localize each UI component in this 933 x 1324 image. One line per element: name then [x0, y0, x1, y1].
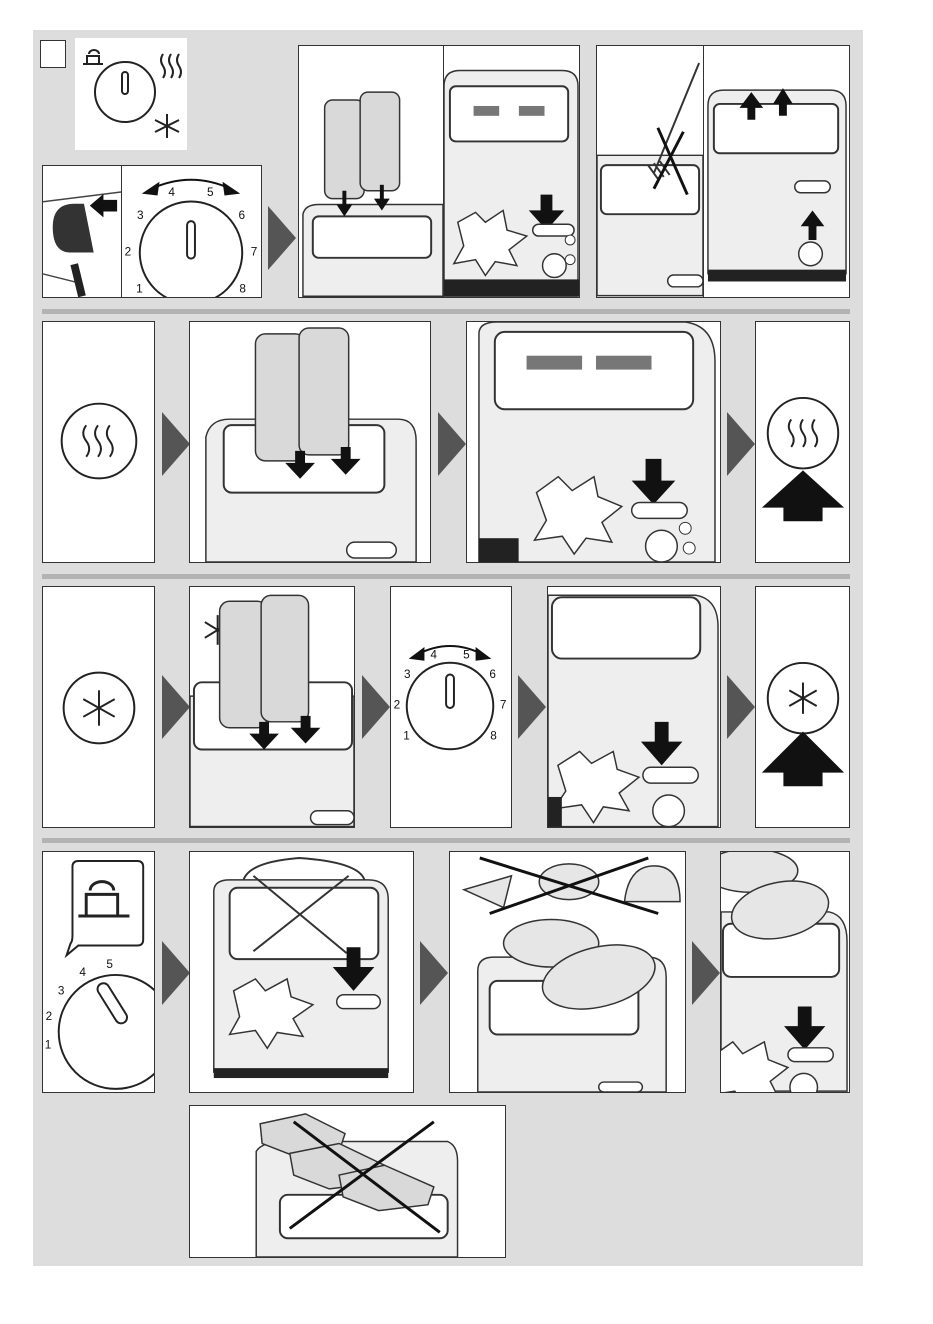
step-arrow: [438, 412, 466, 476]
reheat-insert-panel: [189, 321, 431, 563]
dial-number: 3: [58, 985, 65, 998]
row-separator: [42, 309, 850, 314]
insert-arrow-icon: [90, 194, 117, 217]
reheat-symbol-panel: [42, 321, 155, 563]
step-arrow: [727, 675, 755, 739]
row-separator: [42, 838, 850, 843]
dial-number: 8: [490, 729, 497, 743]
defrost-dial-panel: 1 2 3 4 5 6 7 8: [390, 586, 512, 828]
reheat-press-panel: [466, 321, 721, 563]
dial-number: 4: [430, 648, 437, 662]
no-fork-panel: [596, 45, 704, 298]
plug-panel: [42, 165, 122, 298]
dial-number: 7: [500, 698, 507, 712]
press-up-arrow-icon: [762, 470, 844, 521]
dial-number: 3: [404, 667, 411, 681]
dial-number: 7: [251, 245, 258, 259]
dial-number: 2: [394, 698, 401, 712]
defrost-insert-panel: [189, 586, 355, 828]
lift-panel: [703, 45, 850, 298]
dial-number: 4: [79, 966, 86, 979]
no-oversized-panel: [189, 1105, 506, 1258]
step-arrow: [162, 941, 190, 1005]
defrost-press-panel: [547, 586, 721, 828]
dial-number: 2: [46, 1010, 53, 1023]
no-pastries-panel: [449, 851, 686, 1093]
step-arrow: [162, 675, 190, 739]
row-separator: [42, 574, 850, 579]
press-lever-panel: [443, 45, 580, 298]
dial-number: 3: [137, 208, 144, 222]
insert-bread-panel: [298, 45, 444, 298]
plug-icon: [53, 204, 94, 297]
bagel-icon: [83, 50, 103, 64]
defrost-symbol-panel: [42, 586, 155, 828]
reheat-button-panel: [755, 321, 850, 563]
dial-number: 1: [403, 729, 410, 743]
dial-number: 1: [45, 1038, 52, 1051]
figure-label-box: [40, 40, 66, 68]
dial-number: 1: [136, 281, 143, 295]
step-arrow: [727, 412, 755, 476]
bread-slice-icon: [255, 328, 348, 461]
step-arrow: [692, 941, 720, 1005]
dial-panel: 1 2 3 4 5 6 7 8: [121, 165, 262, 298]
dial-number: 5: [463, 648, 470, 662]
rotate-arrow-icon: [417, 646, 484, 655]
dial-number: 6: [489, 667, 496, 681]
dial-number: 6: [238, 208, 245, 222]
step-arrow: [420, 941, 448, 1005]
rotate-arrow-icon: [150, 180, 233, 190]
dial-number: 5: [106, 958, 113, 971]
step-arrow: [268, 206, 296, 270]
press-up-arrow-icon: [762, 731, 844, 786]
warmer-buns-panel: [720, 851, 850, 1093]
dial-number: 4: [168, 185, 175, 199]
step-arrow: [162, 412, 190, 476]
legend-panel: [75, 38, 187, 150]
warmer-press-panel: [189, 851, 414, 1093]
dial-number: 8: [239, 281, 246, 295]
bread-slice-icon: [220, 595, 309, 727]
dial-number: 2: [125, 245, 132, 259]
bread-slice-icon: [325, 92, 400, 199]
step-arrow: [362, 675, 390, 739]
dial-number: 5: [207, 185, 214, 199]
step-arrow: [518, 675, 546, 739]
snowflake-icon: [155, 114, 179, 138]
defrost-button-panel: [755, 586, 850, 828]
heat-waves-icon: [161, 54, 181, 78]
